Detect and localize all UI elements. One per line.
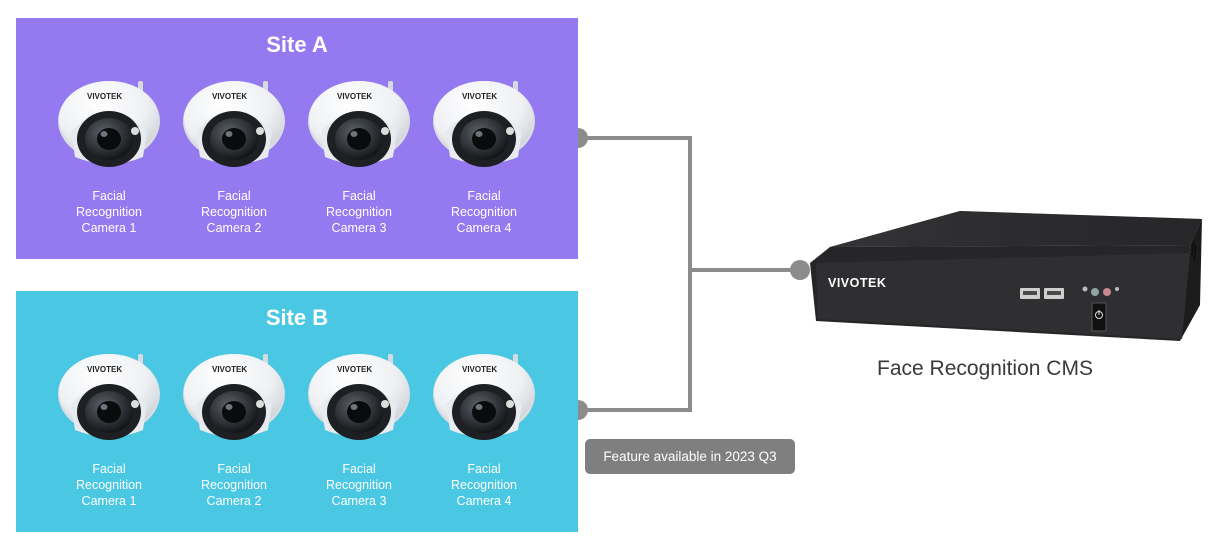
svg-text:VIVOTEK: VIVOTEK [462, 92, 497, 101]
dome-camera-icon: VIVOTEK [183, 81, 285, 167]
site-a-camera-4: VIVOTEK Facial Recognition Camera 4 [429, 73, 539, 253]
site-b-camera-2: VIVOTEK Facial Recognition Camera 2 [179, 346, 289, 526]
dome-camera-icon: VIVOTEK [433, 81, 535, 167]
cms-brand-label: VIVOTEK [828, 276, 886, 290]
audio-jack-icon [1091, 288, 1099, 296]
camera-label: Facial Recognition Camera 1 [54, 188, 164, 236]
site-a-camera-2: VIVOTEK Facial Recognition Camera 2 [179, 73, 289, 253]
camera-label: Facial Recognition Camera 4 [429, 461, 539, 509]
camera-label-line: Recognition [450, 205, 517, 219]
cms-connector-node [790, 260, 810, 280]
camera-label-line: Recognition [200, 205, 267, 219]
camera-label-line: Camera 4 [456, 221, 512, 235]
svg-text:VIVOTEK: VIVOTEK [212, 365, 247, 374]
site-a-title: Site A [266, 32, 328, 57]
camera-label-line: Camera 1 [81, 494, 137, 508]
site-b-camera-3: VIVOTEK Facial Recognition Camera 3 [304, 346, 414, 526]
camera-label: Facial Recognition Camera 3 [304, 188, 414, 236]
camera-label-line: Facial [92, 189, 126, 203]
svg-text:VIVOTEK: VIVOTEK [212, 92, 247, 101]
cms-server-image: VIVOTEK [810, 211, 1202, 341]
dome-camera-icon: VIVOTEK [433, 354, 535, 440]
camera-label-line: Camera 3 [331, 221, 387, 235]
power-button-icon [1091, 302, 1107, 332]
camera-label-line: Camera 1 [81, 221, 137, 235]
camera-label-line: Facial [467, 462, 501, 476]
camera-label-line: Camera 2 [206, 494, 262, 508]
camera-label-line: Facial [92, 462, 126, 476]
camera-label-line: Recognition [75, 478, 142, 492]
site-a-camera-1: VIVOTEK Facial Recognition Camera 1 [54, 73, 164, 253]
camera-label-line: Facial [217, 189, 251, 203]
camera-label-line: Recognition [325, 205, 392, 219]
camera-label-line: Camera 3 [331, 494, 387, 508]
site-a-panel: Site A VIVOTEK Facial Recognition Camera… [16, 18, 578, 259]
svg-text:VIVOTEK: VIVOTEK [87, 365, 122, 374]
status-light-icon [1115, 287, 1119, 291]
site-b-panel: Site B VIVOTEK Facial Recognition Camera… [16, 291, 578, 532]
camera-label-line: Facial [467, 189, 501, 203]
camera-label-line: Facial [342, 189, 376, 203]
camera-label-line: Recognition [200, 478, 267, 492]
site-b-camera-1: VIVOTEK Facial Recognition Camera 1 [54, 346, 164, 526]
dome-camera-icon: VIVOTEK [58, 81, 160, 167]
camera-label: Facial Recognition Camera 2 [179, 188, 289, 236]
status-light-icon [1082, 286, 1088, 292]
camera-label-line: Recognition [75, 205, 142, 219]
svg-text:VIVOTEK: VIVOTEK [337, 365, 372, 374]
camera-label-line: Recognition [325, 478, 392, 492]
camera-label: Facial Recognition Camera 4 [429, 188, 539, 236]
svg-text:VIVOTEK: VIVOTEK [87, 92, 122, 101]
dome-camera-icon: VIVOTEK [58, 354, 160, 440]
mic-jack-icon [1103, 288, 1111, 296]
dome-camera-icon: VIVOTEK [308, 81, 410, 167]
feature-availability-badge: Feature available in 2023 Q3 [585, 439, 795, 474]
cms-label: Face Recognition CMS [877, 357, 1093, 380]
camera-label: Facial Recognition Camera 1 [54, 461, 164, 509]
svg-text:VIVOTEK: VIVOTEK [337, 92, 372, 101]
camera-label-line: Facial [217, 462, 251, 476]
camera-label-line: Facial [342, 462, 376, 476]
camera-label-line: Camera 4 [456, 494, 512, 508]
site-b-title: Site B [265, 305, 329, 330]
camera-label-line: Camera 2 [206, 221, 262, 235]
camera-label-line: Recognition [450, 478, 517, 492]
camera-label: Facial Recognition Camera 2 [179, 461, 289, 509]
site-b-camera-4: VIVOTEK Facial Recognition Camera 4 [429, 346, 539, 526]
dome-camera-icon: VIVOTEK [308, 354, 410, 440]
svg-text:VIVOTEK: VIVOTEK [462, 365, 497, 374]
site-a-camera-3: VIVOTEK Facial Recognition Camera 3 [304, 73, 414, 253]
dome-camera-icon: VIVOTEK [183, 354, 285, 440]
camera-label: Facial Recognition Camera 3 [304, 461, 414, 509]
